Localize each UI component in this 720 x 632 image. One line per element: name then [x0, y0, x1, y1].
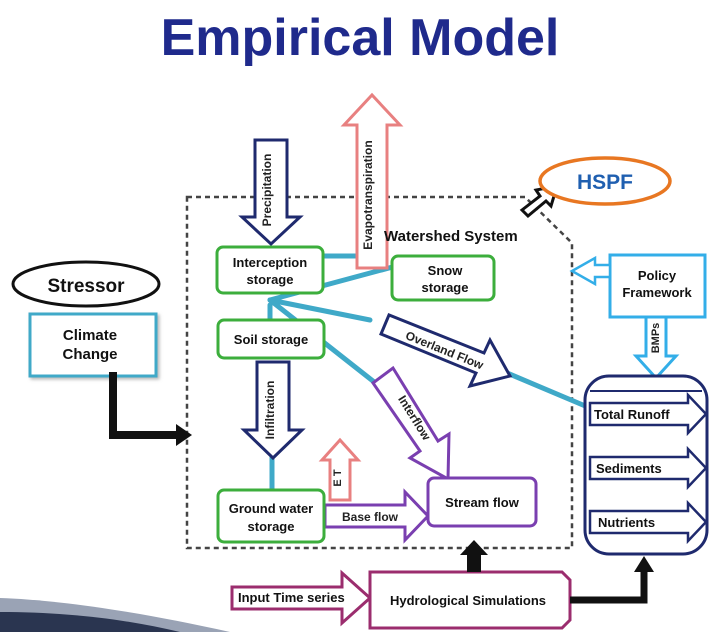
sediments-label: Sediments [596, 461, 662, 476]
hydro-to-watershed-arrow [460, 540, 488, 572]
interflow-arrow [370, 365, 451, 482]
hspf-label: HSPF [577, 171, 633, 194]
et-arrow [318, 437, 362, 502]
total-runoff-arrow [588, 391, 708, 437]
hydrological-simulations-box [368, 570, 572, 630]
hydrological-simulations-label: Hydrological Simulations [390, 593, 546, 608]
climate-to-watershed-arrowhead [176, 424, 192, 446]
sediments-arrow [588, 445, 708, 491]
hydro-to-outputs-arrowhead [634, 556, 654, 572]
et-label: E T [332, 469, 344, 486]
precipitation-label: Precipitation [260, 154, 274, 227]
watershed-boundary [185, 195, 574, 550]
nutrients-label: Nutrients [598, 515, 655, 530]
groundwater-storage-box [216, 488, 326, 544]
climate-to-watershed-arrow [109, 372, 178, 439]
snow-storage-box [390, 254, 496, 302]
groundwater-label-1: Ground water [229, 501, 314, 516]
hydro-to-outputs-arrow [570, 570, 648, 604]
soil-storage-label: Soil storage [234, 332, 308, 347]
climate-change-label-1: Climate [63, 327, 117, 344]
stressor-ellipse [11, 260, 161, 308]
interception-label-2: storage [247, 272, 294, 287]
base-flow-arrow [323, 488, 431, 544]
bmps-label: BMPs [650, 323, 662, 354]
precipitation-arrow [238, 138, 304, 247]
base-flow-label: Base flow [342, 510, 399, 524]
climate-change-box [28, 312, 158, 378]
policy-to-watershed-arrow [569, 255, 612, 287]
climate-change-label-2: Change [62, 346, 117, 363]
snow-label-1: Snow [428, 263, 464, 278]
total-runoff-label: Total Runoff [594, 407, 670, 422]
nutrients-arrow [588, 499, 708, 545]
interception-label-1: Interception [233, 255, 307, 270]
policy-label-2: Framework [622, 285, 692, 300]
input-time-series-arrow [230, 569, 373, 627]
infiltration-arrow [240, 360, 306, 461]
input-time-series-label: Input Time series [238, 590, 345, 605]
stream-flow-label: Stream flow [445, 495, 520, 510]
page-title: Empirical Model [160, 9, 560, 67]
hspf-ellipse [538, 156, 672, 206]
watershed-system-label: Watershed System [384, 228, 518, 245]
policy-label-1: Policy [638, 268, 677, 283]
snow-label-2: storage [422, 280, 469, 295]
infiltration-label: Infiltration [263, 381, 277, 440]
bmps-arrow [632, 315, 680, 381]
overland-flow-arrow [379, 313, 513, 389]
evapotranspiration-label: Evapotranspiration [361, 140, 375, 249]
corner-decoration-dark [0, 612, 180, 632]
stream-flow-box [426, 476, 538, 528]
interception-storage-box [215, 245, 325, 295]
soil-storage-box [216, 318, 326, 360]
groundwater-label-2: storage [248, 519, 295, 534]
stressor-label: Stressor [47, 276, 125, 297]
evapotranspiration-arrow [340, 92, 404, 270]
